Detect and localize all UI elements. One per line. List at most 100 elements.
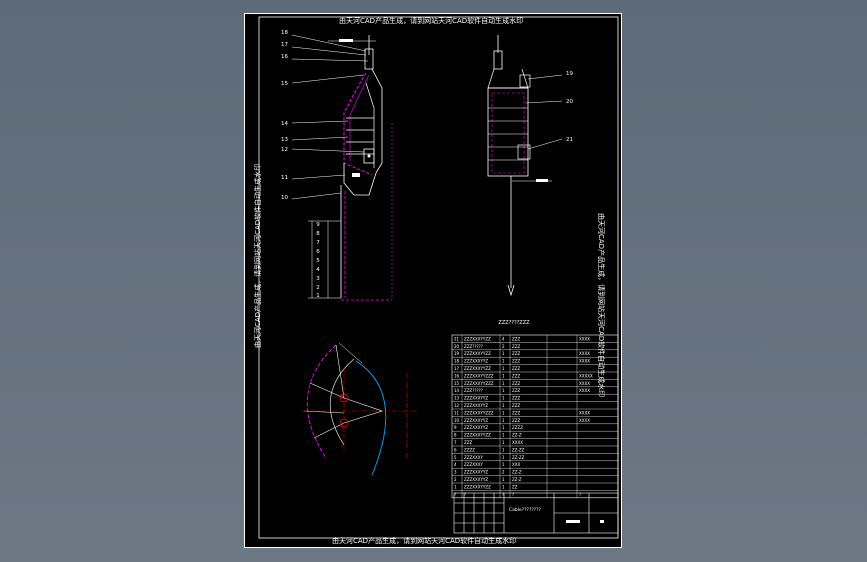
- bom-cell-name: ZZZXXXYYZZ: [464, 433, 491, 438]
- front-frame-inner: [491, 92, 525, 174]
- bom-cell-no: 3: [454, 470, 457, 475]
- bom-cell-name: ZZZXXXYYZZZ: [464, 410, 494, 415]
- plan-dim-arc: [338, 342, 363, 364]
- bom-cell-qty: 1: [502, 440, 505, 445]
- side-callouts: 18 17 16 15 14 13 12 11 10 9 8 7 6 5 4 3…: [281, 30, 320, 299]
- drawing-sheet[interactable]: 18 17 16 15 14 13 12 11 10 9 8 7 6 5 4 3…: [244, 13, 622, 548]
- bom-cell-no: 11: [454, 410, 460, 415]
- bom-cell-no: 19: [454, 351, 460, 356]
- bom-cell-name: ZZZXXXYYZZZ: [464, 381, 494, 386]
- side-frame-back: [371, 68, 383, 174]
- bom-cell-note: XXXX: [579, 388, 590, 393]
- bom-cell-no: 17: [454, 366, 460, 371]
- side-curve-guard: [343, 72, 373, 176]
- side-top-block: [364, 48, 374, 70]
- bom-cell-no: 18: [454, 359, 460, 364]
- bom-cell-no: 2: [454, 477, 457, 482]
- sheet-inner-border: [258, 16, 619, 539]
- callout-7: 7: [316, 240, 320, 246]
- bom-cell-note: ?: [579, 492, 581, 497]
- callout-14: 14: [281, 121, 288, 127]
- bom-header-row[interactable]: ?????: [454, 492, 581, 497]
- side-clamp-hole: [367, 154, 371, 158]
- bom-cell-name: ZZZ?????: [464, 344, 483, 349]
- bom-cell-name: ZZZXXXYYZZ: [464, 336, 491, 341]
- bom-cell-name: ZZZXXXYYZ: [464, 403, 488, 408]
- bom-cell-material: XXXX: [512, 440, 523, 445]
- bom-cell-qty: 1: [502, 418, 505, 423]
- bom-cell-name: ?: [464, 492, 466, 497]
- front-callouts: 19 20 21: [566, 71, 573, 143]
- front-right-clamp: [519, 74, 531, 88]
- front-leaders: [525, 74, 563, 150]
- drawing-canvas[interactable]: 18 17 16 15 14 13 12 11 10 9 8 7 6 5 4 3…: [244, 13, 622, 548]
- bom-cell-material: ZZZ: [512, 366, 520, 371]
- bom-cell-material: ZZZ: [512, 373, 520, 378]
- bom-cell-qty: 1: [502, 381, 505, 386]
- plan-view[interactable]: [302, 342, 419, 476]
- bom-cell-material: ZZZ: [512, 418, 520, 423]
- bom-cell-material: ZZ-ZZ: [512, 455, 525, 460]
- title-block[interactable]: [453, 492, 619, 534]
- bom-cell-no: 16: [454, 373, 460, 378]
- bom-cell-material: ZZ: [512, 484, 518, 489]
- bom-cell-qty: 4: [502, 336, 505, 341]
- bom-cell-material: ZZZ: [512, 381, 520, 386]
- bom-cell-name: ZZZXXXYYZZ: [464, 351, 491, 356]
- bom-cell-material: ZZZ: [512, 403, 520, 408]
- watermark-top: 由天河CAD产品生成，请到网站天河CAD软件自动生成水印: [339, 17, 524, 25]
- callout-19: 19: [566, 71, 573, 77]
- bom-cell-name: ZZZXXXYYZ: [464, 396, 488, 401]
- bom-cell-no: 21: [454, 336, 460, 341]
- bom-cell-no: 13: [454, 396, 460, 401]
- callout-15: 15: [281, 81, 288, 87]
- callout-2: 2: [316, 285, 320, 291]
- side-view[interactable]: [291, 34, 393, 301]
- callout-6: 6: [316, 249, 320, 255]
- bom-cell-qty: 1: [502, 477, 505, 482]
- bom-cell-name: ZZZXXXYYZZZ: [464, 373, 494, 378]
- front-top-flare: [487, 68, 529, 89]
- front-view[interactable]: [487, 35, 563, 297]
- bom-cell-note: XXXX: [579, 359, 590, 364]
- bom-cell-note: XXXX: [579, 381, 590, 386]
- side-dim-label-2: [352, 173, 360, 177]
- bom-cell-material: ZZZ: [512, 336, 520, 341]
- title-block-grid: [463, 493, 495, 533]
- callout-8: 8: [316, 231, 320, 237]
- bom-cell-no: 20: [454, 344, 460, 349]
- bom-cell-material: ZZZ: [512, 396, 520, 401]
- bom-cell-qty: 1: [502, 359, 505, 364]
- front-dim-label: [536, 179, 548, 182]
- side-lower-body: [343, 163, 377, 196]
- bom-cell-name: ZZZXXXYYZ: [464, 425, 488, 430]
- bom-cell-no: ?: [454, 492, 456, 497]
- bom-cell-material: ZZZ: [512, 388, 520, 393]
- bom-cell-material: ?: [512, 492, 514, 497]
- bom-cell-name: ZZZ: [464, 440, 472, 445]
- bom-cell-no: 8: [454, 433, 457, 438]
